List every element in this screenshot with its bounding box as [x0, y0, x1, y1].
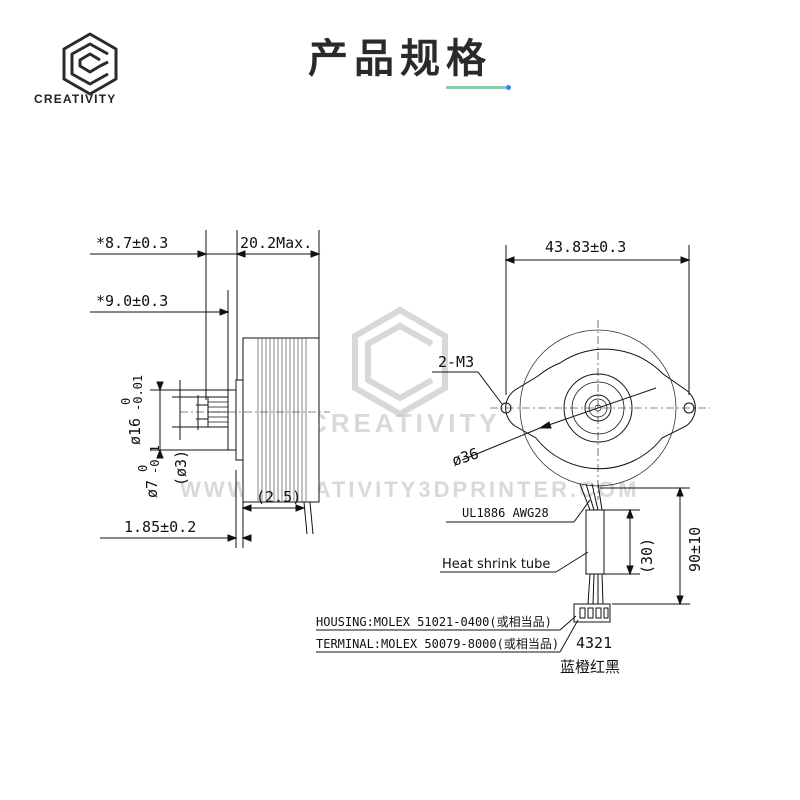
dim-boss-dia: ø16: [126, 418, 144, 445]
title-underline: [446, 86, 506, 89]
dim-shaft-dia: ø7: [143, 480, 161, 498]
dim-mount-spacing: 43.83±0.3: [545, 238, 626, 256]
front-view: [316, 245, 710, 653]
dim-shaft-tol-upper: 0: [136, 465, 150, 472]
dim-boss-tol-upper: 0: [119, 398, 133, 405]
label-terminal: TERMINAL:MOLEX 50079-8000(或相当品): [316, 637, 559, 651]
dim-boss-tol-lower: -0.01: [131, 375, 145, 411]
title-accent-dot: [506, 85, 511, 90]
dim-shaft-ref: (ø3): [172, 450, 190, 486]
page-title: 产品规格: [308, 36, 492, 82]
brand-name: CREATIVITY: [34, 92, 117, 106]
dim-sleeve-length: (30): [638, 538, 656, 574]
dim-lead-offset: (2.5): [256, 488, 301, 506]
dim-lead-length: 90±10: [686, 527, 704, 572]
dim-gear-length: *9.0±0.3: [96, 292, 168, 310]
watermark-logo-icon: [352, 306, 448, 418]
dim-body-depth: 20.2Max.: [240, 234, 312, 252]
dim-shaft-length: *8.7±0.3: [96, 234, 168, 252]
side-view: [90, 230, 330, 548]
dim-shaft-tol-lower: -0.1: [148, 445, 162, 474]
dim-flange-thickness: 1.85±0.2: [124, 518, 196, 536]
dim-body-dia: ø36: [450, 444, 481, 469]
label-heat-shrink: Heat shrink tube: [442, 557, 550, 572]
watermark-brand: CREATIVITY: [308, 408, 501, 438]
label-wire-colors: 蓝橙红黑: [560, 658, 620, 676]
label-pin-order: 4321: [576, 634, 612, 652]
brand-logo-icon: [62, 32, 118, 96]
label-mount-holes: 2-M3: [438, 353, 474, 371]
label-wire-spec: UL1886 AWG28: [462, 506, 549, 520]
label-housing: HOUSING:MOLEX 51021-0400(或相当品): [316, 615, 552, 629]
